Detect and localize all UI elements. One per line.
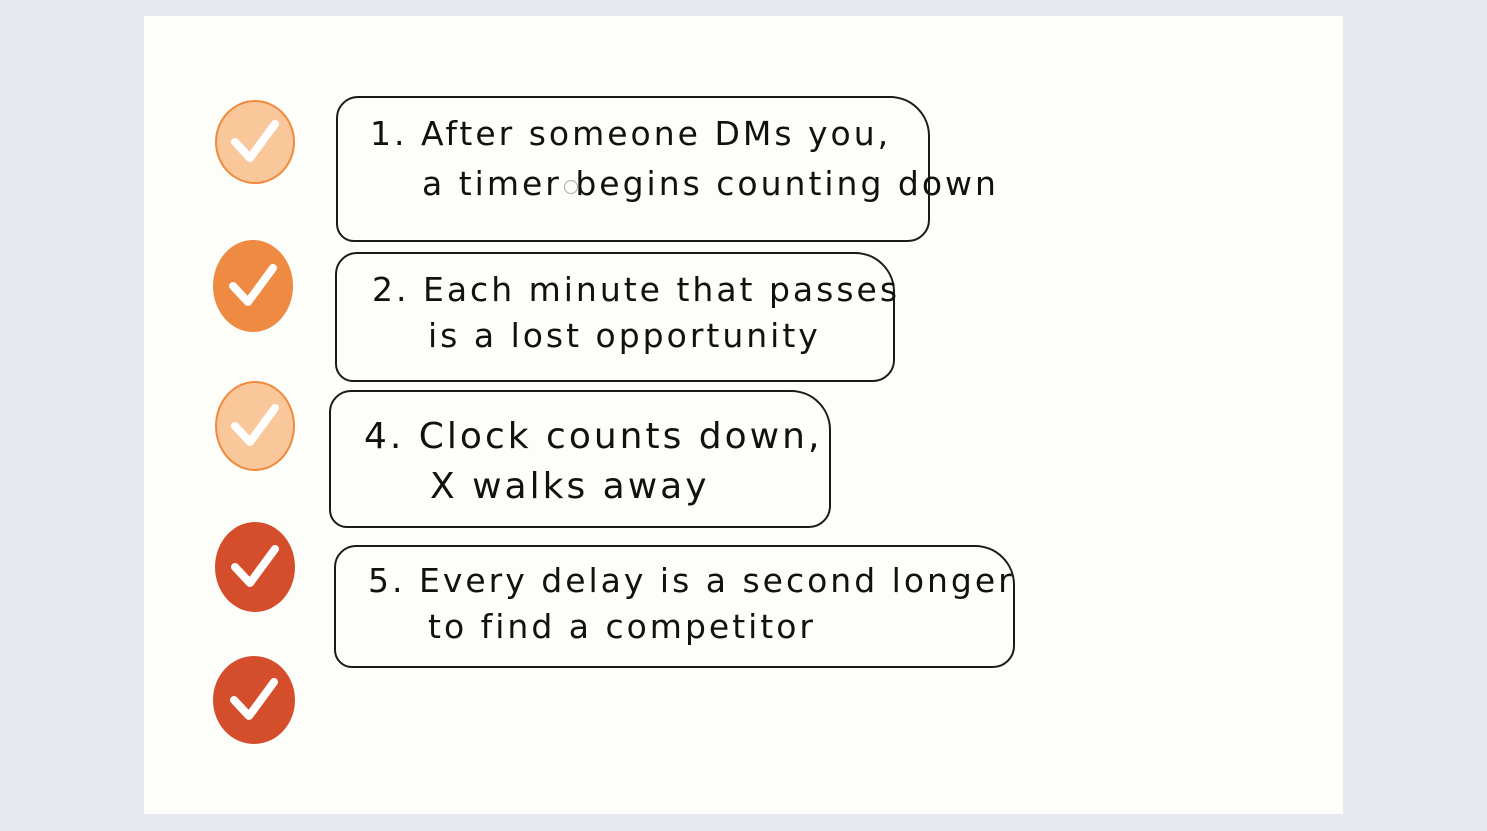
item-1-line-2: a timer begins counting down [422, 164, 999, 203]
item-4-line-2: X walks away [430, 466, 710, 507]
item-5-line-1: 5. Every delay is a second longer [368, 561, 1015, 600]
checkmark-icon [213, 240, 293, 332]
item-box-4 [329, 390, 831, 528]
checkmark-icon [215, 522, 295, 612]
checkmark-icon [215, 100, 295, 184]
item-box-2 [335, 252, 895, 382]
item-2-line-2: is a lost opportunity [428, 316, 821, 355]
mouse-cursor [564, 180, 578, 194]
item-box-5 [334, 545, 1015, 668]
item-5-line-2: to find a competitor [428, 607, 817, 646]
checkmark-icon [215, 381, 295, 471]
checkmark-icon [213, 656, 295, 744]
item-4-line-1: 4. Clock counts down, [364, 416, 823, 457]
item-2-line-1: 2. Each minute that passes [372, 270, 901, 309]
item-box-1 [336, 96, 930, 242]
item-1-line-1: 1. After someone DMs you, [370, 114, 892, 153]
